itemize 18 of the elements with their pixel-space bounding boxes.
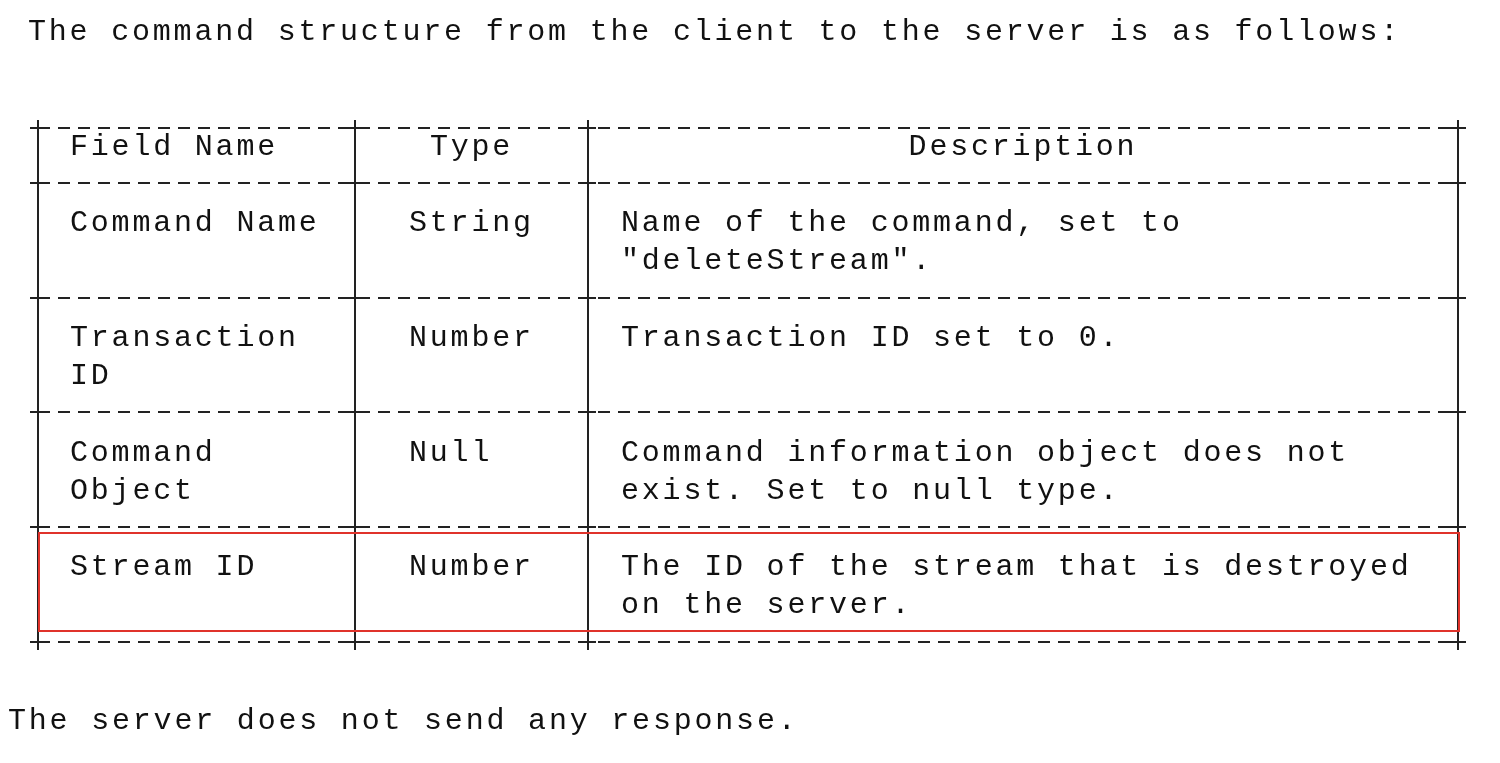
column-header: Type: [429, 130, 514, 164]
column-header: Description: [908, 130, 1138, 164]
type-text: Number: [409, 550, 534, 584]
intro-text: The command structure from the client to the server is as follows:: [28, 14, 1401, 51]
column-header: Field Name: [70, 130, 279, 164]
field-name-text: Transaction ID: [70, 321, 299, 393]
caption-text: The server does not send any response.: [8, 703, 799, 740]
description-text: Command information object does not exist. Set to null type.: [621, 436, 1350, 508]
type-text: Number: [409, 321, 534, 355]
type-text: String: [409, 206, 534, 240]
field-name-text: Command Object: [70, 436, 216, 508]
description-text: Transaction ID set to 0.: [621, 321, 1121, 355]
field-name-text: Command Name: [70, 206, 320, 240]
field-name-text: Stream ID: [70, 550, 258, 584]
description-text: Name of the command, set to "deleteStream".: [621, 206, 1183, 278]
highlight-box: [38, 532, 1460, 632]
type-text: Null: [409, 436, 493, 470]
description-text: The ID of the stream that is destroyed on the server.: [621, 550, 1412, 622]
